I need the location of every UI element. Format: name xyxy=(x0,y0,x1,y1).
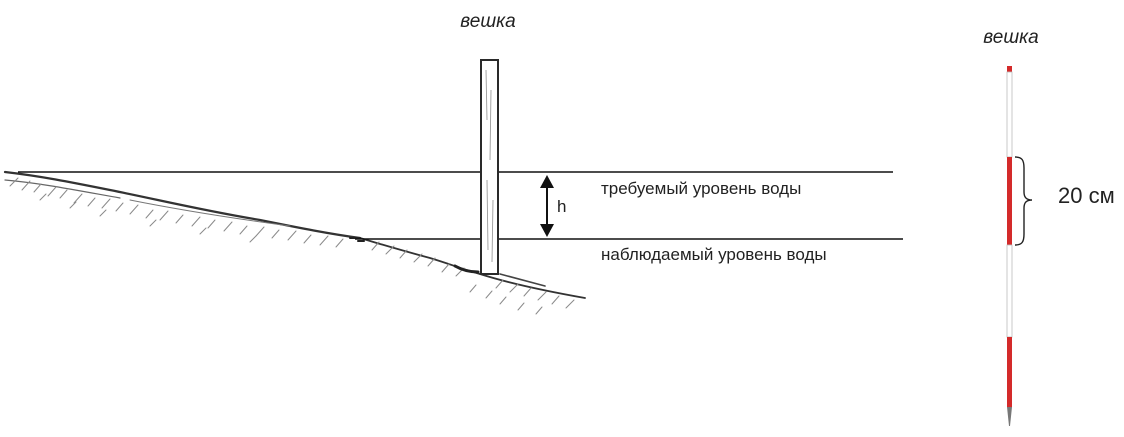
rod-bottom-segment xyxy=(1007,337,1012,407)
segment-length-label: 20 см xyxy=(1058,183,1115,208)
measuring-pole-diagram: вешка 20 см xyxy=(983,27,1115,426)
height-arrow xyxy=(540,175,554,237)
pole xyxy=(480,59,499,275)
ground-bank xyxy=(3,170,586,315)
rod-spike-tip xyxy=(1007,407,1012,426)
observed-level-label: наблюдаемый уровень воды xyxy=(601,245,827,264)
height-label: h xyxy=(557,197,566,216)
shore-cross-section: вешка h требуемый уровень воды наблюдаем… xyxy=(3,11,903,315)
striped-rod xyxy=(1006,66,1013,426)
left-pole-label: вешка xyxy=(460,11,515,32)
required-level-label: требуемый уровень воды xyxy=(601,179,801,198)
rod-red-segment xyxy=(1007,157,1012,245)
segment-brace xyxy=(1014,156,1033,246)
right-pole-label: вешка xyxy=(983,27,1038,48)
rod-top-tip xyxy=(1007,66,1012,72)
